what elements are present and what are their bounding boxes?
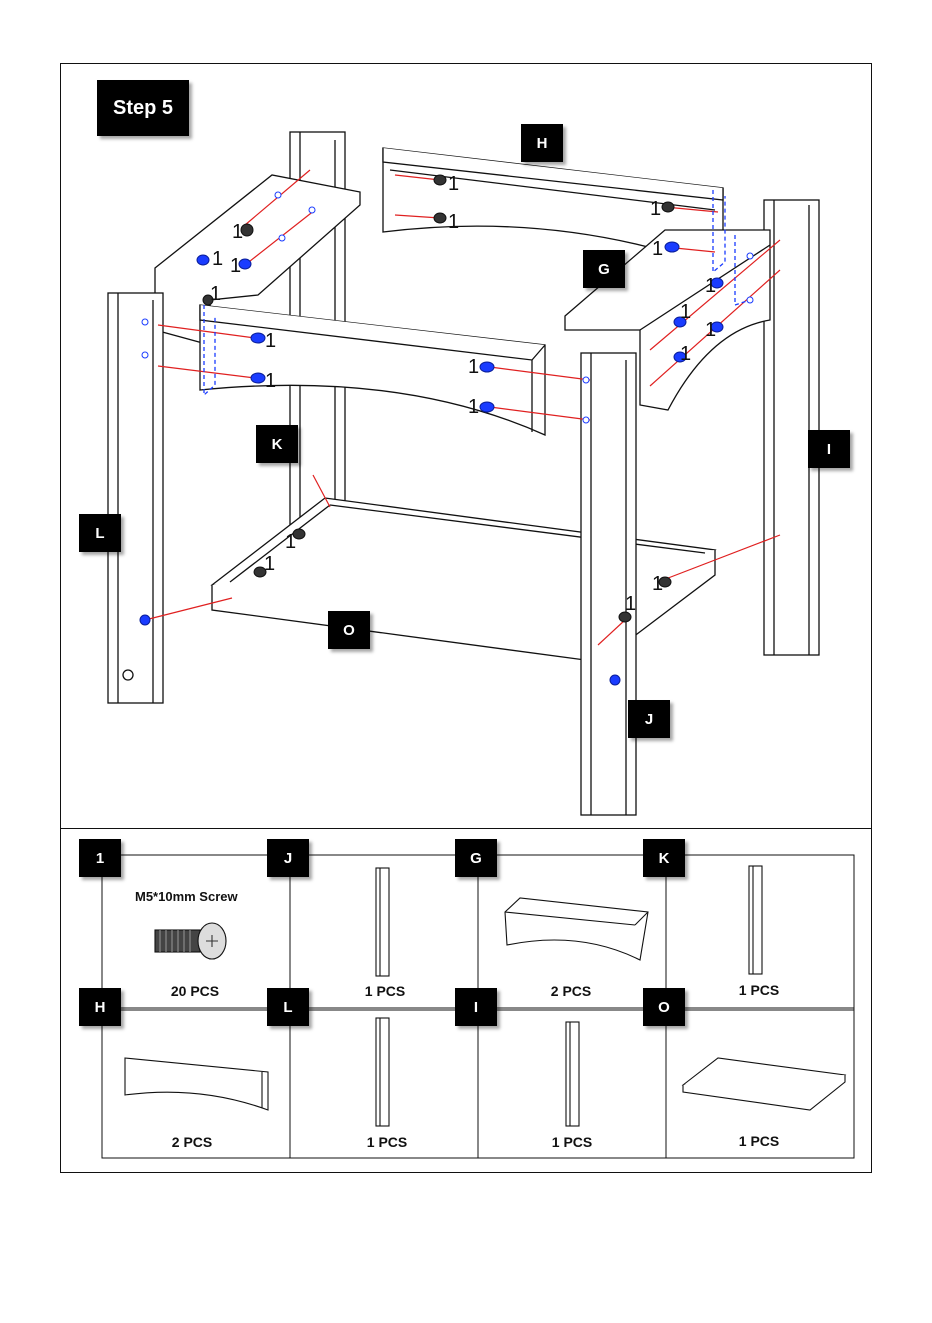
callout-j: J: [628, 700, 670, 738]
svg-text:1: 1: [468, 396, 479, 418]
qty-g: 2 PCS: [526, 983, 616, 999]
part-o-bottom-shelf: [212, 498, 715, 662]
qty-k: 1 PCS: [714, 982, 804, 998]
part-o-thumbnail: [683, 1058, 845, 1110]
part-l-thumbnail: [376, 1018, 389, 1126]
part-code-j: J: [267, 839, 309, 877]
part-i-right-leg: [764, 200, 819, 655]
part-code-k: K: [643, 839, 685, 877]
svg-text:1: 1: [650, 198, 661, 220]
part-l-left-leg: [108, 293, 163, 703]
qty-j: 1 PCS: [340, 983, 430, 999]
svg-text:1: 1: [680, 343, 691, 365]
svg-text:1: 1: [212, 248, 223, 270]
part-code-o: O: [643, 988, 685, 1026]
svg-text:1: 1: [448, 211, 459, 233]
part-j-front-leg: [581, 353, 636, 815]
svg-text:1: 1: [652, 238, 663, 260]
screw-spec: M5*10mm Screw: [135, 889, 275, 904]
svg-text:1: 1: [232, 221, 243, 243]
callout-i: I: [808, 430, 850, 468]
svg-text:1: 1: [230, 255, 241, 277]
part-code-1: 1: [79, 839, 121, 877]
part-g-thumbnail: [505, 898, 648, 960]
svg-text:1: 1: [625, 593, 636, 615]
svg-text:1: 1: [285, 531, 296, 553]
step-label: Step 5: [97, 80, 189, 136]
svg-text:1: 1: [265, 330, 276, 352]
part-code-g: G: [455, 839, 497, 877]
part-code-h: H: [79, 988, 121, 1026]
part-code-i: I: [455, 988, 497, 1026]
callout-k: K: [256, 425, 298, 463]
qty-screw: 20 PCS: [150, 983, 240, 999]
qty-l: 1 PCS: [342, 1134, 432, 1150]
svg-text:1: 1: [652, 573, 663, 595]
svg-text:1: 1: [705, 275, 716, 297]
part-h-thumbnail: [125, 1058, 268, 1110]
callout-o: O: [328, 611, 370, 649]
callout-g: G: [583, 250, 625, 288]
callout-l: L: [79, 514, 121, 552]
svg-text:1: 1: [705, 319, 716, 341]
screw-thumbnail: [155, 923, 226, 959]
callout-h: H: [521, 124, 563, 162]
svg-text:1: 1: [468, 356, 479, 378]
svg-text:1: 1: [680, 301, 691, 323]
svg-text:1: 1: [448, 173, 459, 195]
svg-text:1: 1: [210, 283, 221, 305]
part-code-l: L: [267, 988, 309, 1026]
qty-o: 1 PCS: [714, 1133, 804, 1149]
qty-i: 1 PCS: [527, 1134, 617, 1150]
part-k-thumbnail: [749, 866, 762, 974]
svg-text:1: 1: [264, 553, 275, 575]
part-j-thumbnail: [376, 868, 389, 976]
qty-h: 2 PCS: [147, 1134, 237, 1150]
part-i-thumbnail: [566, 1022, 579, 1126]
svg-text:1: 1: [265, 370, 276, 392]
